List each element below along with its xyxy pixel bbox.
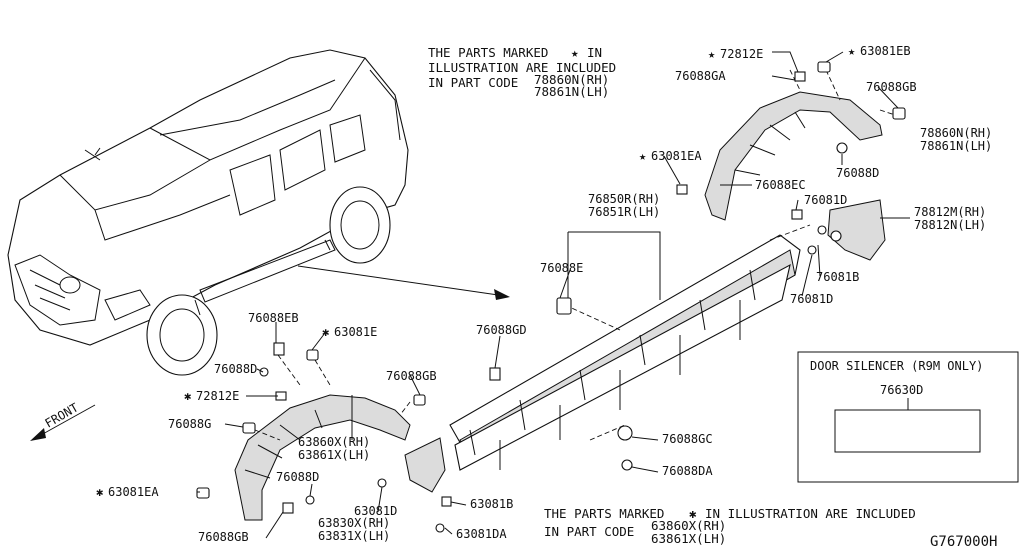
rear-wheel-arch-protector: [676, 61, 906, 221]
note-top-line2: ILLUSTRATION ARE INCLUDED: [428, 60, 616, 75]
label-76088e: 76088E: [540, 261, 583, 275]
label-63081b: 63081B: [470, 497, 513, 511]
front-mud-guard: [377, 437, 452, 533]
label-63081d: 63081D: [354, 504, 397, 518]
label-78861n: 78861N(LH): [920, 139, 992, 153]
note-top-line1: THE PARTS MARKED: [428, 45, 548, 60]
asterisk-icon: ✱: [96, 485, 103, 499]
star-icon: ★: [571, 45, 579, 60]
svg-text:★: ★: [571, 45, 579, 60]
label-63081eb: 63081EB: [860, 44, 911, 58]
label-63081ea-top: 63081EA: [651, 149, 702, 163]
label-78812n: 78812N(LH): [914, 218, 986, 232]
clip-icon: [617, 425, 633, 441]
door-silencer-panel: DOOR SILENCER (R9M ONLY) 76630D: [797, 351, 1019, 483]
label-63830x: 63830X(RH): [318, 516, 390, 530]
label-78860n: 78860N(RH): [920, 126, 992, 140]
note-bottom-line2: IN PART CODE: [544, 524, 634, 539]
screw-icon: [259, 367, 269, 377]
label-63081ea-low: 63081EA: [108, 485, 159, 499]
note-bottom-line1: THE PARTS MARKED: [544, 506, 664, 521]
side-sill-molding: [449, 224, 811, 471]
clip-icon: [413, 394, 426, 406]
note-bottom-code-rh: 63860X(RH): [651, 518, 726, 533]
front-label: FRONT: [43, 400, 81, 430]
asterisk-icon: ✱: [322, 325, 329, 339]
label-63860x: 63860X(RH): [298, 435, 370, 449]
note-top-code-rh: 78860N(RH): [534, 72, 609, 87]
label-76088gc: 76088GC: [662, 432, 713, 446]
clip-icon: [676, 184, 688, 195]
asterisk-icon: ✱: [689, 506, 697, 521]
label-76088eb: 76088EB: [248, 311, 299, 325]
note-bottom-line1b: IN ILLUSTRATION ARE INCLUDED: [705, 506, 916, 521]
mud-guard: [791, 199, 886, 261]
label-76088d-low: 76088D: [276, 470, 319, 484]
label-76081d-a: 76081D: [804, 193, 847, 207]
label-76850r: 76850R(RH): [588, 192, 660, 206]
vehicle-illustration: [7, 49, 409, 376]
label-63861x: 63861X(LH): [298, 448, 370, 462]
screw-icon: [435, 523, 445, 533]
screw-icon: [621, 459, 633, 471]
screw-icon: [305, 495, 315, 505]
clip-icon: [306, 349, 319, 361]
star-icon: ★: [848, 44, 855, 58]
clip-icon: [892, 107, 906, 120]
clip-icon: [489, 367, 501, 381]
clip-icon: [441, 496, 452, 507]
star-icon: ★: [639, 149, 646, 163]
screw-icon: [836, 142, 848, 154]
callout-arrow: [297, 265, 510, 300]
note-top: THE PARTS MARKED ★ IN ILLUSTRATION ARE I…: [428, 45, 616, 99]
note-bottom-code-lh: 63861X(LH): [651, 531, 726, 546]
label-76081d-b: 76081D: [790, 292, 833, 306]
screw-icon: [817, 225, 827, 235]
label-76088d-top: 76088D: [836, 166, 879, 180]
label-76088gb-mid: 76088GB: [386, 369, 437, 383]
label-72812e-mid: 72812E: [196, 389, 239, 403]
label-72812e-top: 72812E: [720, 47, 763, 61]
clip-icon: [817, 61, 831, 73]
screw-icon: [807, 245, 817, 255]
label-63081da: 63081DA: [456, 527, 507, 541]
leader-lines: [197, 51, 910, 539]
label-76088gd: 76088GD: [476, 323, 527, 337]
label-76081b: 76081B: [816, 270, 859, 284]
part-labels: ★ 72812E ★ 63081EB 76088GA 76088GB 78860…: [96, 44, 992, 544]
note-bottom: THE PARTS MARKED ✱ IN ILLUSTRATION ARE I…: [544, 506, 916, 546]
clip-icon: [242, 422, 256, 434]
clip-icon: [556, 297, 572, 315]
label-76088gb-top: 76088GB: [866, 80, 917, 94]
label-76851r: 76851R(LH): [588, 205, 660, 219]
screw-icon: [377, 478, 387, 488]
note-top-line1b: IN: [587, 45, 602, 60]
label-76088ga: 76088GA: [675, 69, 726, 83]
clip-icon: [196, 487, 210, 499]
door-silencer-part: 76630D: [880, 383, 923, 397]
label-76088g: 76088G: [168, 417, 211, 431]
label-63081e: 63081E: [334, 325, 377, 339]
label-63831x: 63831X(LH): [318, 529, 390, 543]
drawing-code: G767000H: [930, 534, 997, 550]
front-direction-arrow: FRONT: [30, 400, 96, 441]
label-78812m: 78812M(RH): [914, 205, 986, 219]
front-wheel-arch-protector: [196, 342, 426, 521]
note-top-code-lh: 78861N(LH): [534, 84, 609, 99]
door-silencer-title: DOOR SILENCER (R9M ONLY): [810, 359, 983, 373]
label-76088d-mid: 76088D: [214, 362, 257, 376]
clip-icon: [282, 502, 294, 514]
clip-icon: [273, 342, 285, 356]
screw-icon: [830, 230, 842, 242]
asterisk-icon: ✱: [184, 389, 191, 403]
note-top-line3: IN PART CODE: [428, 75, 518, 90]
label-76088da: 76088DA: [662, 464, 713, 478]
star-icon: ★: [708, 47, 715, 61]
clip-icon: [794, 71, 806, 82]
label-76088gb-low: 76088GB: [198, 530, 249, 544]
clip-icon: [791, 209, 803, 220]
label-76088ec: 76088EC: [755, 178, 806, 192]
